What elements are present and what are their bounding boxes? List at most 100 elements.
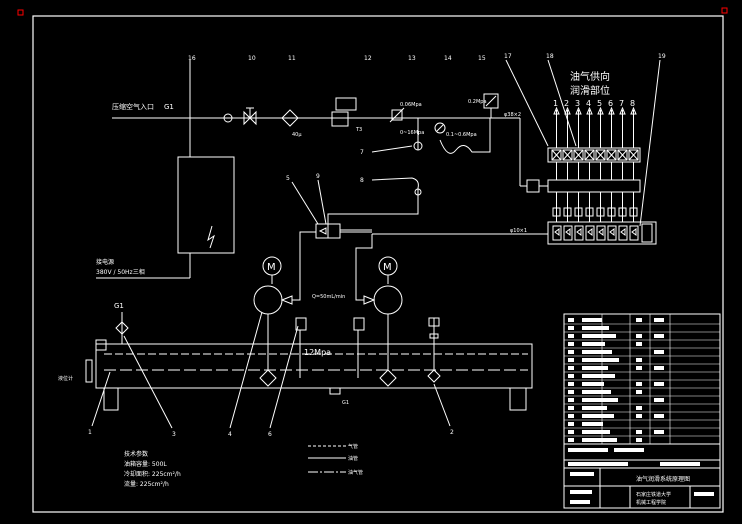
outlet-number: 6: [608, 99, 613, 108]
distributor-cell: [595, 149, 606, 161]
parts-row-mat: [654, 382, 664, 386]
cabinet-lightning: [207, 225, 215, 249]
parts-row-no: [568, 414, 574, 418]
parts-row-name: [582, 390, 611, 394]
level-gauge: [85, 359, 93, 383]
outlet-cell: [552, 225, 562, 241]
tank-leg-right: [509, 388, 527, 411]
outlet-cell: [574, 225, 584, 241]
parts-row-name: [582, 318, 602, 322]
check-valve-symbol: [598, 228, 604, 236]
distributor-cell-x: [584, 149, 595, 161]
oil-level-label: 液位计: [58, 375, 73, 382]
title-block-field: [568, 448, 608, 452]
distributor-cell: [606, 149, 617, 161]
outlet-arrow: [564, 106, 571, 115]
pressure-switch-13: [391, 109, 403, 121]
parts-row-no: [568, 350, 574, 354]
parts-row-qty: [636, 334, 642, 338]
parts-row-qty: [636, 414, 642, 418]
part-number: 9: [316, 173, 320, 180]
parts-row-name: [582, 350, 612, 354]
parts-row-name: [582, 342, 605, 346]
outlet-cell: [563, 225, 573, 241]
part-number: 5: [286, 175, 290, 182]
parts-row-qty: [636, 438, 642, 442]
part-number: 11: [288, 55, 296, 62]
outlet-number: 1: [553, 99, 558, 108]
parts-row-mat: [654, 350, 664, 354]
outlet-fitting: [596, 207, 605, 217]
discharge-right: [355, 234, 373, 301]
part-number: 18: [546, 53, 554, 60]
tech-param-row: 冷却面积: 225cm²/h: [124, 470, 181, 478]
label-p006: 0.06Mpa: [400, 102, 422, 108]
valve-9-arrow: [318, 227, 327, 235]
line-8: [371, 177, 419, 210]
parts-row-name: [582, 382, 604, 386]
parts-row-no: [568, 374, 574, 378]
check-valve-symbol: [631, 228, 637, 236]
tube-2-label: φ10×1: [510, 228, 527, 234]
parts-row-qty: [636, 430, 642, 434]
pump-right: [373, 285, 403, 315]
part-number: 10: [248, 55, 256, 62]
supply-title-1: 油气供向: [570, 70, 610, 83]
outlet-block: [547, 221, 657, 245]
ball-valve-10: [243, 110, 257, 126]
title-block-field: [570, 490, 592, 494]
distributor-base: [547, 179, 641, 193]
parts-row-no: [568, 406, 574, 410]
parts-row-no: [568, 366, 574, 370]
outlet-fitting: [563, 207, 572, 217]
oil-tank: [95, 343, 533, 389]
distributor-cell-x: [551, 149, 562, 161]
part-number: 16: [188, 55, 196, 62]
title-block-field: [660, 462, 700, 466]
distributor-cell: [617, 149, 628, 161]
title-block-field: [694, 492, 714, 496]
parts-row-qty: [636, 342, 642, 346]
company-name: 石家庄铁道大学: [636, 491, 671, 498]
tech-params-title: 技术参数: [124, 450, 148, 458]
pump-right-arrow: [363, 295, 376, 305]
outlet-cells: [552, 192, 653, 243]
title-block-frame: [563, 443, 721, 509]
part-number: 3: [172, 431, 176, 438]
check-valve-symbol: [576, 228, 582, 236]
part-number: 8: [360, 177, 364, 184]
filter-note: 40μ: [292, 132, 302, 138]
parts-row-name: [582, 422, 603, 426]
distributor-cell-x: [628, 149, 639, 161]
filler-cap: [95, 339, 107, 351]
outlet-cell: [596, 225, 606, 241]
outlet-cell: [585, 225, 595, 241]
strainer-right: [379, 369, 397, 387]
gauge-7: [413, 141, 423, 151]
parts-row-no: [568, 422, 574, 426]
drawing-border: [32, 15, 724, 513]
discharge-left: [292, 231, 316, 301]
parts-row-mat: [654, 334, 664, 338]
distributor-cell-x: [617, 149, 628, 161]
power-label-1: 接电源: [96, 258, 114, 266]
level-switch-head: [428, 317, 440, 327]
outlet-fitting: [552, 207, 561, 217]
parts-row-mat: [654, 414, 664, 418]
tank-drain: [329, 387, 341, 395]
outlet-cell: [607, 225, 617, 241]
leader-3: [123, 335, 173, 429]
distributor-cells: [551, 106, 639, 180]
air-inlet-valve: [223, 113, 233, 123]
legend-oilgas: 油气管: [348, 469, 363, 476]
border-corner-marker: [17, 9, 24, 16]
gauge-14: [434, 122, 446, 134]
parts-row-qty: [636, 390, 642, 394]
distributor-cell-x: [595, 149, 606, 161]
distributor-cell: [573, 149, 584, 161]
valve-9-up: [327, 210, 419, 224]
tech-param-row: 油箱容量: 500L: [124, 460, 167, 468]
parts-row-no: [568, 358, 574, 362]
